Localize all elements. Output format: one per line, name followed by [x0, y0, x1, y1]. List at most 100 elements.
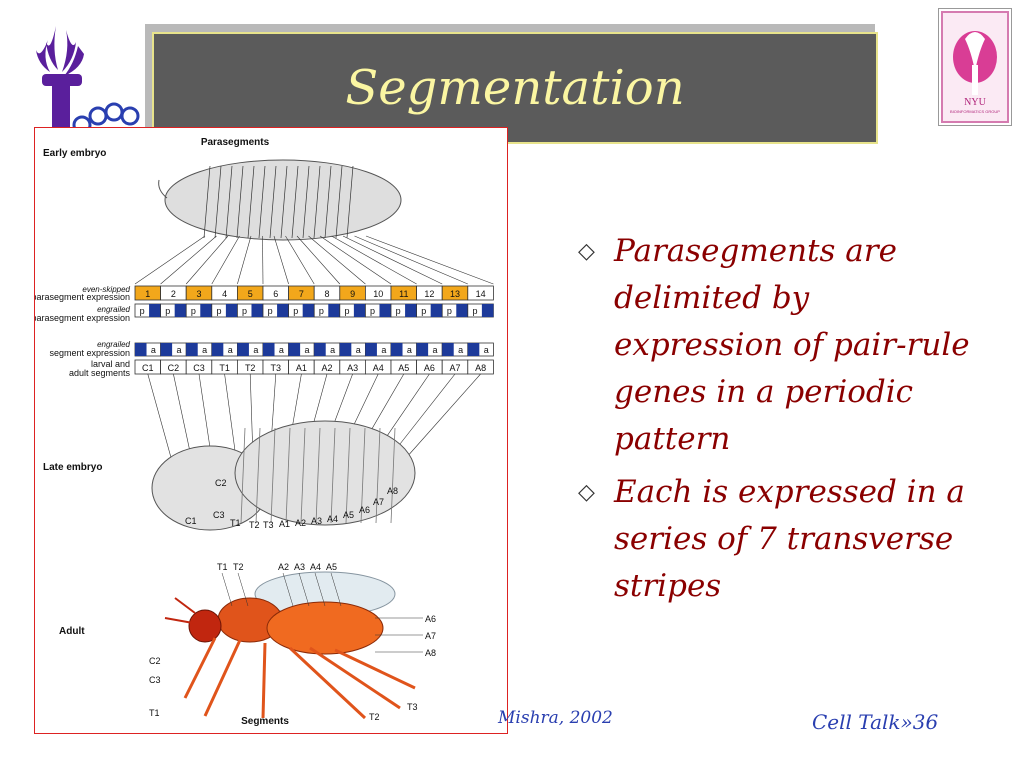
bullet-text: Each is expressed in a series of 7 trans… [614, 474, 965, 604]
bullet-text: Parasegments are delimited by expression… [614, 233, 970, 457]
late-embryo-segment-label: C3 [213, 510, 225, 520]
engrailed-stripe [353, 304, 366, 317]
engrailed-stripe [339, 343, 352, 356]
nyu-bioinformatics-logo: NYU BIOINFORMATICS GROUP [938, 8, 1012, 126]
engrailed-stripe [314, 343, 326, 356]
segment-label: T1 [219, 363, 230, 373]
adult-segment-label: A4 [310, 562, 321, 572]
engrailed-ps-label-1: engrailed [97, 305, 130, 314]
late-embryo-segment-label: A7 [373, 497, 384, 507]
adult-segment-label: T3 [407, 702, 418, 712]
eve-label-1: even-skipped [82, 285, 130, 294]
engrailed-letter: p [268, 306, 273, 316]
parasegment-number: 5 [248, 289, 253, 299]
adult-segment-label: C2 [149, 656, 161, 666]
late-embryo-segment-label: A8 [387, 486, 398, 496]
segments-caption: Segments [241, 716, 289, 727]
engrailed-letter: p [472, 306, 477, 316]
adult-fly-drawing [164, 571, 416, 720]
engrailed-stripe [379, 304, 391, 317]
engrailed-stripe [225, 304, 238, 317]
late-embryo-segment-label: A6 [359, 505, 370, 515]
engrailed-letter: a [151, 345, 156, 355]
bullet-item: ◇Parasegments are delimited by expressio… [578, 228, 988, 463]
footer-slide-number: Cell Talk»36 [812, 710, 939, 734]
title-banner [152, 32, 878, 144]
engrailed-letter: p [370, 306, 375, 316]
engrailed-seg-label-2: segment expression [49, 348, 130, 358]
engrailed-stripe [251, 304, 263, 317]
segment-label: T3 [271, 363, 282, 373]
adult-segment-label: C3 [149, 675, 161, 685]
larval-label-1: larval and [91, 359, 130, 369]
late-embryo-segment-label: A1 [279, 519, 290, 529]
footer-author: Mishra, 2002 [498, 708, 613, 728]
engrailed-letter: p [293, 306, 298, 316]
parasegments-heading: Parasegments [201, 137, 270, 148]
engrailed-letter: a [177, 345, 182, 355]
engrailed-letter: p [319, 306, 324, 316]
adult-segment-label: T1 [149, 708, 160, 718]
engrailed-stripe [302, 304, 315, 317]
engrailed-letter: a [458, 345, 463, 355]
engrailed-stripe [467, 343, 480, 356]
adult-segment-label: A3 [294, 562, 305, 572]
segment-label: T2 [245, 363, 256, 373]
adult-segment-label: A2 [278, 562, 289, 572]
late-embryo-segment-label: A5 [343, 510, 354, 520]
engrailed-letter: p [140, 306, 145, 316]
adult-segment-label: A7 [425, 631, 436, 641]
engrailed-stripe [430, 304, 443, 317]
engrailed-letter: a [253, 345, 258, 355]
engrailed-letter: p [191, 306, 196, 316]
parasegment-number: 8 [324, 289, 329, 299]
slide-title: Segmentation [345, 60, 685, 116]
engrailed-stripe [442, 343, 454, 356]
adult-segment-label: T2 [233, 562, 244, 572]
late-embryo-segment-label: A4 [327, 514, 338, 524]
parasegment-cell [467, 285, 494, 301]
late-embryo-segment-label: A2 [295, 518, 306, 528]
eve-label-2: parasegment expression [35, 292, 130, 302]
bullet-item: ◇ Each is expressed in a series of 7 tran… [578, 469, 988, 610]
engrailed-stripe [481, 304, 494, 317]
engrailed-stripe [405, 304, 417, 317]
engrailed-stripe [416, 343, 429, 356]
segment-label: A6 [424, 363, 435, 373]
late-embryo-segment-label: A3 [311, 516, 322, 526]
engrailed-letter: a [305, 345, 310, 355]
engrailed-letter: a [407, 345, 412, 355]
late-embryo-drawing [151, 420, 416, 531]
engrailed-stripe [200, 304, 212, 317]
segment-label: A1 [296, 363, 307, 373]
early-embryo-drawing [158, 159, 402, 241]
larval-label-2: adult segments [69, 368, 131, 378]
late-embryo-segment-label: T2 [249, 520, 260, 530]
late-embryo-segment-label: C1 [185, 516, 197, 526]
segment-label: A3 [347, 363, 358, 373]
engrailed-stripe [456, 304, 468, 317]
segment-label: A4 [373, 363, 384, 373]
parasegment-number: 6 [273, 289, 278, 299]
segment-label: A2 [321, 363, 332, 373]
late-embryo-segment-label: T1 [230, 518, 241, 528]
segment-label: C3 [193, 363, 205, 373]
engrailed-letter: a [202, 345, 207, 355]
engrailed-stripe [328, 304, 340, 317]
parasegment-number: 3 [196, 289, 201, 299]
engrailed-stripe [277, 304, 289, 317]
bullet-list: ◇ Parasegments are delimited by expressio… [578, 228, 988, 616]
segmentation-figure: Parasegments Early embryo even-skipped p… [34, 127, 508, 734]
engrailed-letter: p [216, 306, 221, 316]
parasegment-number: 7 [299, 289, 304, 299]
engrailed-letter: p [165, 306, 170, 316]
segment-label: A8 [475, 363, 486, 373]
parasegment-number: 2 [171, 289, 176, 299]
nyu-logo-subtext: BIOINFORMATICS GROUP [950, 109, 1000, 114]
diamond-bullet-icon: ◇ [578, 480, 595, 505]
early-embryo-label: Early embryo [43, 148, 106, 159]
engrailed-ps-label-2: parasegment expression [35, 313, 130, 323]
